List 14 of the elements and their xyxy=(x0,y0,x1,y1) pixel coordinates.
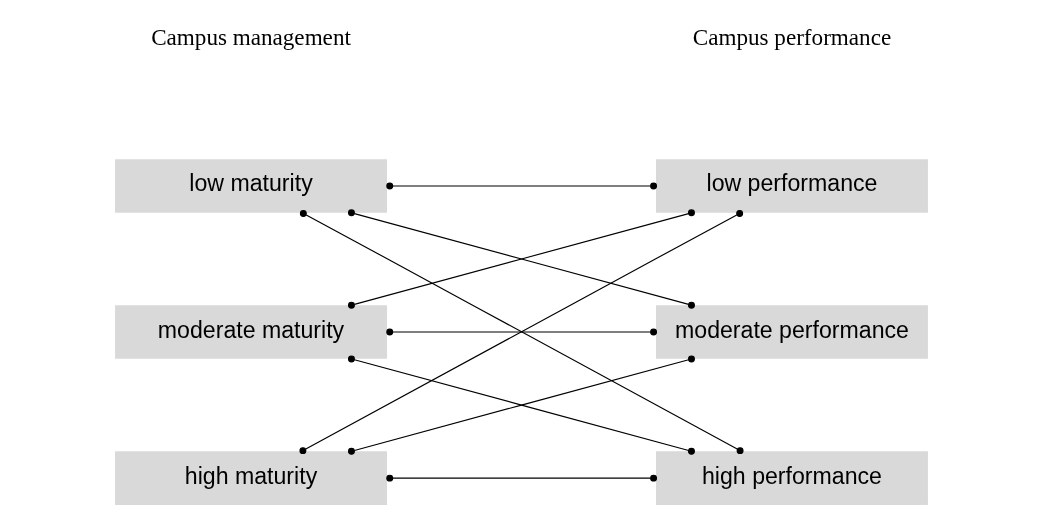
node-box: low performance xyxy=(656,159,928,213)
node-box: moderate performance xyxy=(656,305,928,359)
label: Campus performance xyxy=(692,24,892,51)
label: Campus management xyxy=(151,24,351,51)
node-box: low maturity xyxy=(115,159,387,213)
connector xyxy=(348,355,695,455)
connector xyxy=(386,182,658,190)
connector xyxy=(299,209,744,455)
connector xyxy=(386,328,658,336)
node-box: moderate maturity xyxy=(115,305,387,359)
node-box: high performance xyxy=(656,451,928,505)
connector xyxy=(386,474,658,482)
connector xyxy=(348,209,695,309)
node-box: high maturity xyxy=(115,451,387,505)
